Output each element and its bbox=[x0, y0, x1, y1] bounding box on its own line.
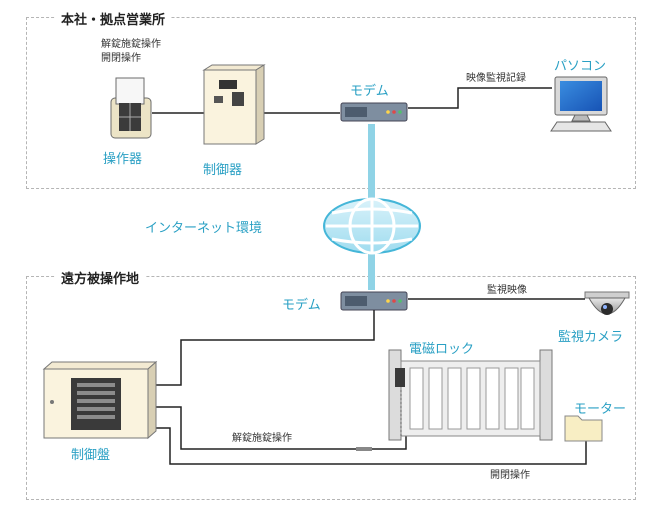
monitor-video-annotation: 監視映像 bbox=[487, 285, 527, 296]
control-panel-icon bbox=[42, 360, 158, 440]
modem-bottom-label: モデム bbox=[282, 298, 321, 313]
camera-icon bbox=[584, 291, 630, 315]
motor-label: モーター bbox=[574, 402, 627, 417]
controller-label: 制御器 bbox=[203, 163, 243, 178]
electric-lock-label: 電磁ロック bbox=[409, 342, 475, 357]
modem-top-label: モデム bbox=[350, 84, 389, 99]
headquarters-title: 本社・拠点営業所 bbox=[55, 9, 172, 28]
operator-note-1: 解錠施錠操作 bbox=[101, 39, 161, 50]
internet-label: インターネット環境 bbox=[145, 221, 263, 236]
open-close-annotation: 開閉操作 bbox=[490, 470, 530, 481]
pc-label: パソコン bbox=[554, 59, 607, 74]
internet-globe-icon bbox=[323, 197, 421, 255]
pc-icon bbox=[550, 76, 612, 132]
operator-device-icon bbox=[110, 77, 152, 139]
control-panel-label: 制御盤 bbox=[71, 448, 111, 463]
lock-op-annotation: 解錠施錠操作 bbox=[232, 433, 292, 444]
modem-top-icon bbox=[340, 102, 408, 122]
operator-note-2: 開閉操作 bbox=[101, 53, 141, 64]
record-annotation: 映像監視記録 bbox=[466, 73, 526, 84]
modem-bottom-icon bbox=[340, 291, 408, 311]
gate-icon bbox=[388, 349, 553, 441]
operator-label: 操作器 bbox=[103, 152, 143, 167]
motor-icon bbox=[564, 415, 603, 442]
remote-site-box bbox=[26, 276, 636, 500]
camera-label: 監視カメラ bbox=[558, 330, 624, 345]
remote-site-title: 遠方被操作地 bbox=[55, 268, 146, 287]
controller-box-icon bbox=[202, 64, 266, 145]
headquarters-box bbox=[26, 17, 636, 189]
